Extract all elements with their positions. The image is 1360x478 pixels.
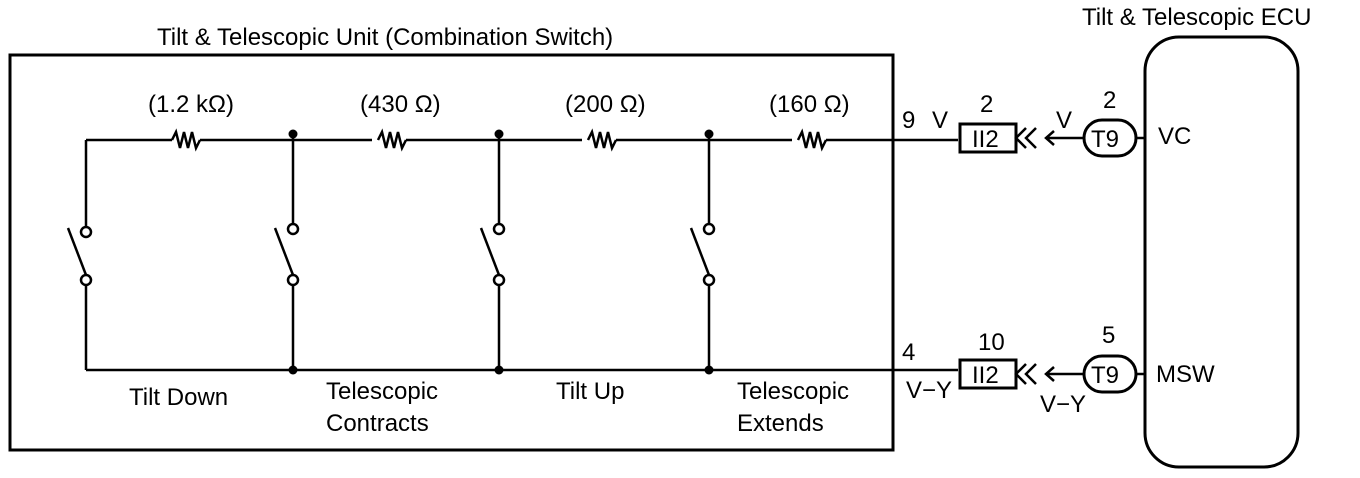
resistor-2 (376, 128, 408, 152)
ecu-terminal-name-bottom: MSW (1156, 361, 1215, 388)
wire-label-top: V (1056, 107, 1072, 134)
wire-label-bottom: V−Y (1040, 391, 1086, 418)
switch-label-4b: Extends (737, 410, 824, 437)
unit-wire-top: V (932, 107, 948, 134)
junction-dot (494, 365, 504, 375)
ecu-box (1143, 35, 1300, 469)
junction-name-bottom: II2 (972, 362, 999, 389)
resistor-1 (170, 128, 202, 152)
resistor-4 (796, 128, 828, 152)
resistor-label-2: (430 Ω) (360, 91, 441, 118)
resistor-label-4: (160 Ω) (769, 91, 850, 118)
resistor-label-3: (200 Ω) (565, 91, 646, 118)
unit-pin-bottom: 4 (902, 339, 915, 366)
connector-chevron-top (1014, 127, 1037, 149)
ecu-pin-bottom: 5 (1102, 322, 1115, 349)
resistor-label-1: (1.2 kΩ) (148, 91, 234, 118)
junction-pin-bottom: 10 (978, 329, 1005, 356)
unit-pin-top: 9 (902, 107, 915, 134)
resistor-3 (586, 128, 618, 152)
switch-tilt-up (479, 222, 506, 370)
switch-tilt-down (66, 225, 93, 370)
unit-box (8, 53, 895, 452)
junction-name-top: II2 (972, 126, 999, 153)
junction-connector-top (958, 122, 1018, 154)
switch-top-wires (291, 134, 711, 224)
switch-label-3: Tilt Up (556, 378, 624, 405)
ecu-connector-name-top: T9 (1091, 126, 1119, 153)
ecu-pin-top: 2 (1103, 87, 1116, 114)
arrow-top (1044, 130, 1084, 146)
unit-wire-bottom: V−Y (906, 377, 952, 404)
switch-telescopic-contracts (273, 222, 300, 370)
ecu-title: Tilt & Telescopic ECU (1082, 4, 1311, 31)
connector-chevron-bottom (1014, 363, 1037, 385)
junction-dot (704, 365, 714, 375)
ecu-terminal-name-top: VC (1158, 123, 1191, 150)
arrow-bottom (1044, 366, 1084, 382)
switch-label-2a: Telescopic (326, 378, 438, 405)
ecu-connector-name-bottom: T9 (1091, 362, 1119, 389)
switch-label-4a: Telescopic (737, 378, 849, 405)
junction-pin-top: 2 (980, 91, 993, 118)
switch-label-2b: Contracts (326, 410, 429, 437)
switch-telescopic-extends (689, 222, 716, 370)
switch-label-1: Tilt Down (129, 384, 228, 411)
junction-dot (288, 365, 298, 375)
unit-title: Tilt & Telescopic Unit (Combination Swit… (157, 24, 613, 51)
